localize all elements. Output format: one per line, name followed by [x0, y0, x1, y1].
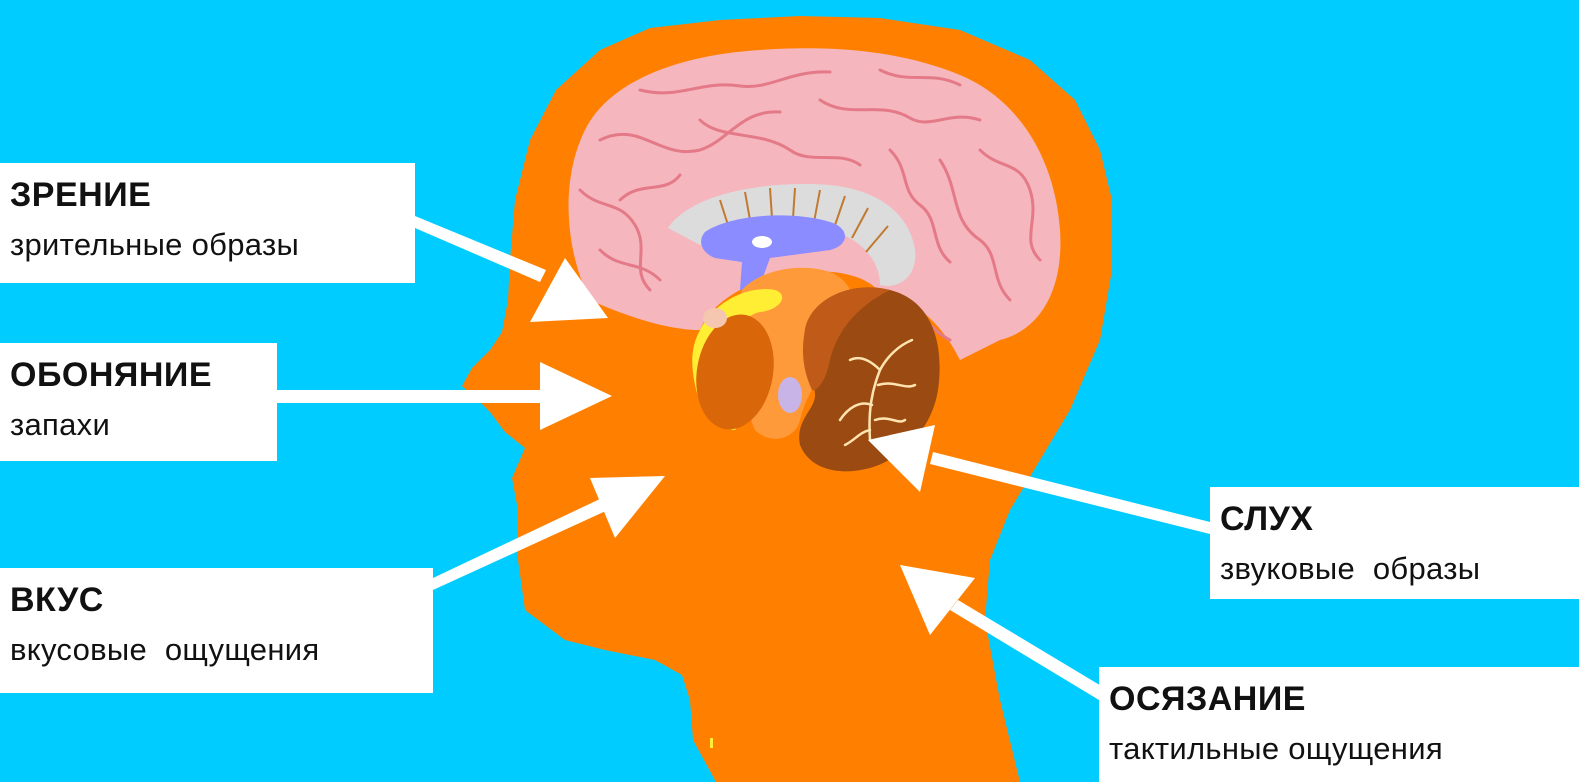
label-smell-subtitle: запахи	[10, 405, 267, 445]
label-touch: ОСЯЗАНИЕ тактильные ощущения	[1099, 667, 1579, 782]
label-touch-subtitle: тактильные ощущения	[1109, 729, 1569, 769]
neck-mark	[710, 738, 713, 748]
label-taste-title: ВКУС	[10, 580, 423, 620]
label-smell: ОБОНЯНИЕ запахи	[0, 343, 277, 461]
arrow-icon	[277, 390, 549, 403]
label-touch-title: ОСЯЗАНИЕ	[1109, 679, 1569, 719]
pineal-region	[778, 377, 802, 413]
label-taste: ВКУС вкусовые ощущения	[0, 568, 433, 693]
label-vision-title: ЗРЕНИЕ	[10, 175, 405, 215]
label-taste-subtitle: вкусовые ощущения	[10, 630, 423, 670]
label-hearing-title: СЛУХ	[1220, 499, 1569, 539]
pituitary-region	[703, 308, 727, 328]
ventricle-hole	[752, 236, 772, 248]
label-smell-title: ОБОНЯНИЕ	[10, 355, 267, 395]
label-hearing: СЛУХ звуковые образы	[1210, 487, 1579, 599]
label-vision: ЗРЕНИЕ зрительные образы	[0, 163, 415, 283]
label-hearing-subtitle: звуковые образы	[1220, 549, 1569, 589]
label-vision-subtitle: зрительные образы	[10, 225, 405, 265]
